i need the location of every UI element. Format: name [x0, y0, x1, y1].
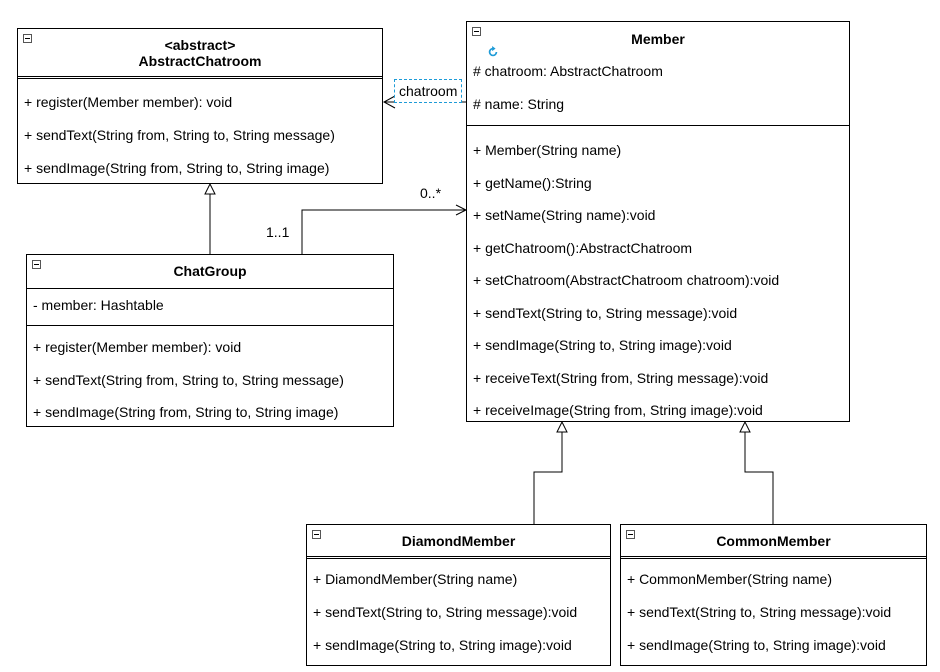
collapse-icon[interactable]	[32, 260, 41, 269]
method-row: + setName(String name):void	[473, 207, 656, 223]
attribute-row: - member: Hashtable	[33, 297, 164, 313]
method-row: + receiveImage(String from, String image…	[473, 402, 763, 418]
method-row: + getChatroom():AbstractChatroom	[473, 239, 693, 256]
class-name: CommonMember	[716, 533, 831, 549]
multiplicity-label-member: 0..*	[420, 185, 442, 201]
method-row: + sendText(String from, String to, Strin…	[33, 371, 344, 388]
group-member-association-line	[301, 204, 468, 254]
methods-section: + register(Member member): void + sendTe…	[27, 325, 393, 429]
method-row: + getName():String	[473, 174, 592, 191]
collapse-icon[interactable]	[626, 530, 635, 539]
method-row: + sendText(String from, String to, Strin…	[24, 127, 335, 143]
attribute-row: # name: String	[473, 96, 565, 112]
class-name: ChatGroup	[173, 263, 247, 279]
method-row: + register(Member member): void	[24, 94, 233, 110]
class-header: CommonMember	[621, 525, 926, 556]
class-header: ChatGroup	[27, 255, 393, 288]
class-header: <abstract> AbstractChatroom	[18, 29, 382, 76]
association-role-label[interactable]: chatroom	[394, 79, 463, 103]
class-name: Member	[631, 31, 685, 47]
class-abstract-chatroom[interactable]: <abstract> AbstractChatroom + register(M…	[17, 28, 383, 184]
method-row: + sendImage(String to, String image):voi…	[473, 337, 732, 353]
diamond-generalization-line	[533, 420, 568, 524]
method-row: + sendImage(String from, String to, Stri…	[24, 160, 330, 176]
class-header: Member	[467, 22, 849, 57]
class-member[interactable]: Member # chatroom: AbstractChatroom # na…	[466, 21, 850, 422]
class-stereotype: <abstract>	[164, 37, 236, 53]
chatgroup-generalization-line	[204, 182, 216, 254]
method-row: + sendText(String to, String message):vo…	[313, 604, 578, 620]
class-chat-group[interactable]: ChatGroup - member: Hashtable + register…	[26, 254, 394, 427]
method-row: + sendImage(String from, String to, Stri…	[33, 404, 339, 420]
method-row: + register(Member member): void	[33, 339, 242, 355]
methods-section: + DiamondMember(String name) + sendText(…	[307, 556, 610, 662]
methods-section: + register(Member member): void + sendTe…	[18, 76, 382, 185]
class-header: DiamondMember	[307, 525, 610, 556]
class-name: DiamondMember	[401, 533, 516, 549]
method-row: + CommonMember(String name)	[627, 571, 833, 587]
method-row: + sendImage(String to, String image):voi…	[313, 637, 572, 653]
class-name: AbstractChatroom	[138, 53, 262, 69]
method-row: + setChatroom(AbstractChatroom chatroom)…	[473, 272, 780, 288]
collapse-icon[interactable]	[23, 34, 32, 43]
method-row: + receiveText(String from, String messag…	[473, 369, 769, 386]
collapse-icon[interactable]	[472, 27, 481, 36]
methods-section: + Member(String name) + getName():String…	[467, 125, 849, 427]
method-row: + sendText(String to, String message):vo…	[627, 604, 892, 620]
methods-section: + CommonMember(String name) + sendText(S…	[621, 556, 926, 662]
attributes-section: - member: Hashtable	[27, 288, 393, 325]
method-row: + Member(String name)	[473, 142, 622, 158]
attributes-section: # chatroom: AbstractChatroom # name: Str…	[467, 57, 849, 125]
collapse-icon[interactable]	[312, 530, 321, 539]
method-row: + sendText(String to, String message):vo…	[473, 304, 738, 321]
class-diamond-member[interactable]: DiamondMember + DiamondMember(String nam…	[306, 524, 611, 666]
common-generalization-line	[739, 420, 774, 524]
method-row: + DiamondMember(String name)	[313, 571, 518, 587]
refresh-icon[interactable]	[487, 46, 499, 58]
multiplicity-label-group: 1..1	[266, 224, 290, 240]
method-row: + sendImage(String to, String image):voi…	[627, 637, 886, 653]
class-common-member[interactable]: CommonMember + CommonMember(String name)…	[620, 524, 927, 666]
attribute-row: # chatroom: AbstractChatroom	[473, 63, 663, 79]
